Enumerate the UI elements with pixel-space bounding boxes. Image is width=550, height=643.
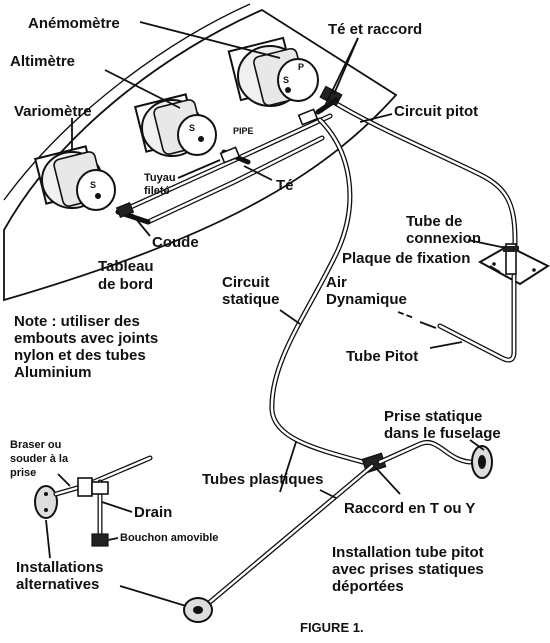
label-circuit-statique-1: Circuit — [222, 274, 270, 291]
panel-outline — [3, 8, 398, 302]
label-air-dynamique-1: Air — [326, 274, 347, 291]
pitot-tube — [437, 273, 517, 363]
leader-coude — [131, 213, 151, 237]
leader-braser — [57, 473, 71, 487]
note-line-1: Note : utiliser des — [14, 313, 140, 330]
label-prise-statique-2: dans le fuselage — [384, 425, 501, 442]
leader-tubes-plastiques-1 — [279, 441, 297, 493]
leader-te-raccord-2 — [321, 37, 359, 113]
label-raccord-t-y: Raccord en T ou Y — [344, 500, 475, 517]
pipe-marking: PIPE — [233, 126, 254, 136]
label-anemometre: Anémomètre — [28, 15, 120, 32]
label-tableau-2: de bord — [98, 276, 153, 293]
anemometre-instrument: P S — [227, 36, 319, 107]
leader-circuit-pitot — [359, 113, 393, 123]
note-line-3: nylon et des tubes — [14, 347, 146, 364]
leader-plaque — [489, 265, 501, 273]
label-tube-pitot: Tube Pitot — [346, 348, 418, 365]
leader-tube-connexion — [467, 239, 507, 249]
label-te: Té — [276, 177, 294, 194]
label-installations-2: alternatives — [16, 576, 99, 593]
panel-top-edge — [3, 3, 251, 201]
label-bouchon: Bouchon amovible — [120, 532, 218, 544]
leader-installations-2 — [119, 585, 187, 607]
note-line-2: embouts avec joints — [14, 330, 158, 347]
label-tubes-plastiques: Tubes plastiques — [202, 471, 323, 488]
variometre-instrument: S — [33, 145, 116, 211]
anemometre-dial-letter-p: P — [298, 62, 304, 72]
label-circuit-statique-2: statique — [222, 291, 280, 308]
label-tuyau-2: fileté — [144, 185, 170, 197]
altimetre-dial-letter: S — [189, 123, 195, 133]
leader-tuyau — [177, 159, 221, 179]
figure-caption: FIGURE 1. — [300, 620, 364, 635]
alternative-installation — [34, 455, 153, 547]
leader-installations-1 — [45, 519, 51, 559]
label-altimetre: Altimètre — [10, 53, 75, 70]
note-line-4: Aluminium — [14, 364, 92, 381]
leader-altimetre — [104, 69, 181, 109]
leader-anemometre — [139, 21, 281, 59]
leader-bouchon — [107, 537, 119, 541]
leader-te — [243, 165, 273, 181]
label-braser-2: souder à la — [10, 453, 69, 465]
label-tube-connexion-1: Tube de — [406, 213, 462, 230]
label-drain: Drain — [134, 504, 172, 521]
leader-circuit-statique — [279, 309, 301, 325]
label-installations-1: Installations — [16, 559, 104, 576]
leader-tubes-plastiques-2 — [319, 489, 337, 499]
leader-raccord — [375, 467, 401, 495]
label-plaque-fixation: Plaque de fixation — [342, 250, 470, 267]
anemometre-dial-letter-s: S — [283, 75, 289, 85]
label-coude: Coude — [152, 234, 199, 251]
label-tube-connexion-2: connexion — [406, 230, 481, 247]
installation-note-3: déportées — [332, 578, 404, 595]
label-braser-3: prise — [10, 467, 36, 479]
label-tuyau-1: Tuyau — [144, 172, 176, 184]
installation-note-1: Installation tube pitot — [332, 544, 484, 561]
installation-note-2: avec prises statiques — [332, 561, 484, 578]
label-braser-1: Braser ou — [10, 439, 61, 451]
label-variometre: Variomètre — [14, 103, 92, 120]
leader-prise-statique — [469, 439, 485, 451]
altimetre-instrument: S — [133, 93, 217, 157]
variometre-dial-letter: S — [90, 180, 96, 190]
label-tableau-1: Tableau — [98, 258, 154, 275]
label-air-dynamique-2: Dynamique — [326, 291, 407, 308]
leader-drain — [101, 501, 133, 513]
label-prise-statique-1: Prise statique — [384, 408, 482, 425]
label-te-raccord: Té et raccord — [328, 21, 422, 38]
label-circuit-pitot: Circuit pitot — [394, 103, 478, 120]
leader-tube-pitot — [429, 341, 463, 349]
